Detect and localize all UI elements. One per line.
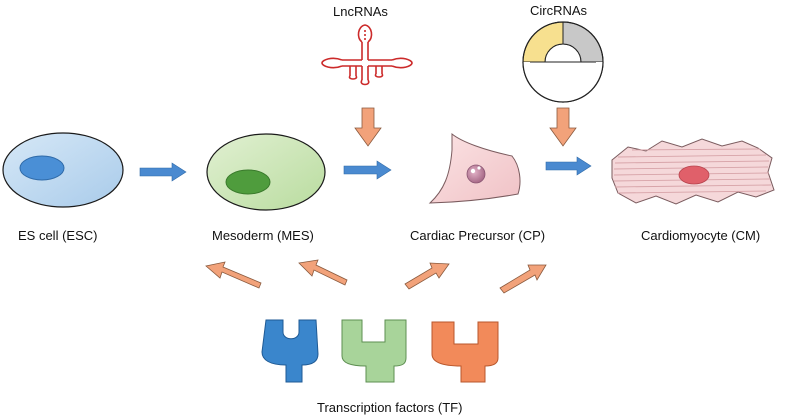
lncrna-structure	[321, 24, 413, 86]
mes-cell	[206, 133, 326, 211]
arrow-lncrna-down	[354, 107, 382, 147]
arrow-circrna-down	[549, 107, 577, 147]
cp-nucleus	[466, 164, 486, 184]
mes-nucleus	[225, 169, 271, 195]
esc-cell	[2, 132, 124, 208]
arrow-esc-to-mes	[139, 162, 187, 182]
stage-label-cp: Cardiac Precursor (CP)	[410, 228, 546, 243]
arrow-mes-to-cp	[343, 160, 392, 180]
circrna-ring	[522, 21, 604, 103]
tf-blue	[261, 319, 319, 383]
tf-orange	[431, 321, 499, 383]
esc-nucleus	[19, 155, 65, 181]
tf-label: Transcription factors (TF)	[317, 400, 463, 415]
cp-cell	[428, 132, 521, 204]
lncrna-label: LncRNAs	[333, 4, 388, 19]
stage-label-esc: ES cell (ESC)	[18, 228, 98, 243]
cm-nucleus	[678, 165, 710, 185]
tf-green	[341, 319, 407, 383]
stage-label-cm: Cardiomyocyte (CM)	[641, 228, 761, 243]
cm-cell	[611, 138, 775, 205]
circrna-label: CircRNAs	[530, 3, 588, 18]
arrow-cp-to-cm	[545, 156, 592, 176]
arrow-tf-to-cm	[499, 264, 547, 294]
arrow-tf-to-cp	[404, 262, 450, 290]
arrow-tf-to-esc	[205, 261, 262, 289]
stage-label-mes: Mesoderm (MES)	[212, 228, 314, 243]
arrow-tf-to-mes	[298, 259, 348, 286]
